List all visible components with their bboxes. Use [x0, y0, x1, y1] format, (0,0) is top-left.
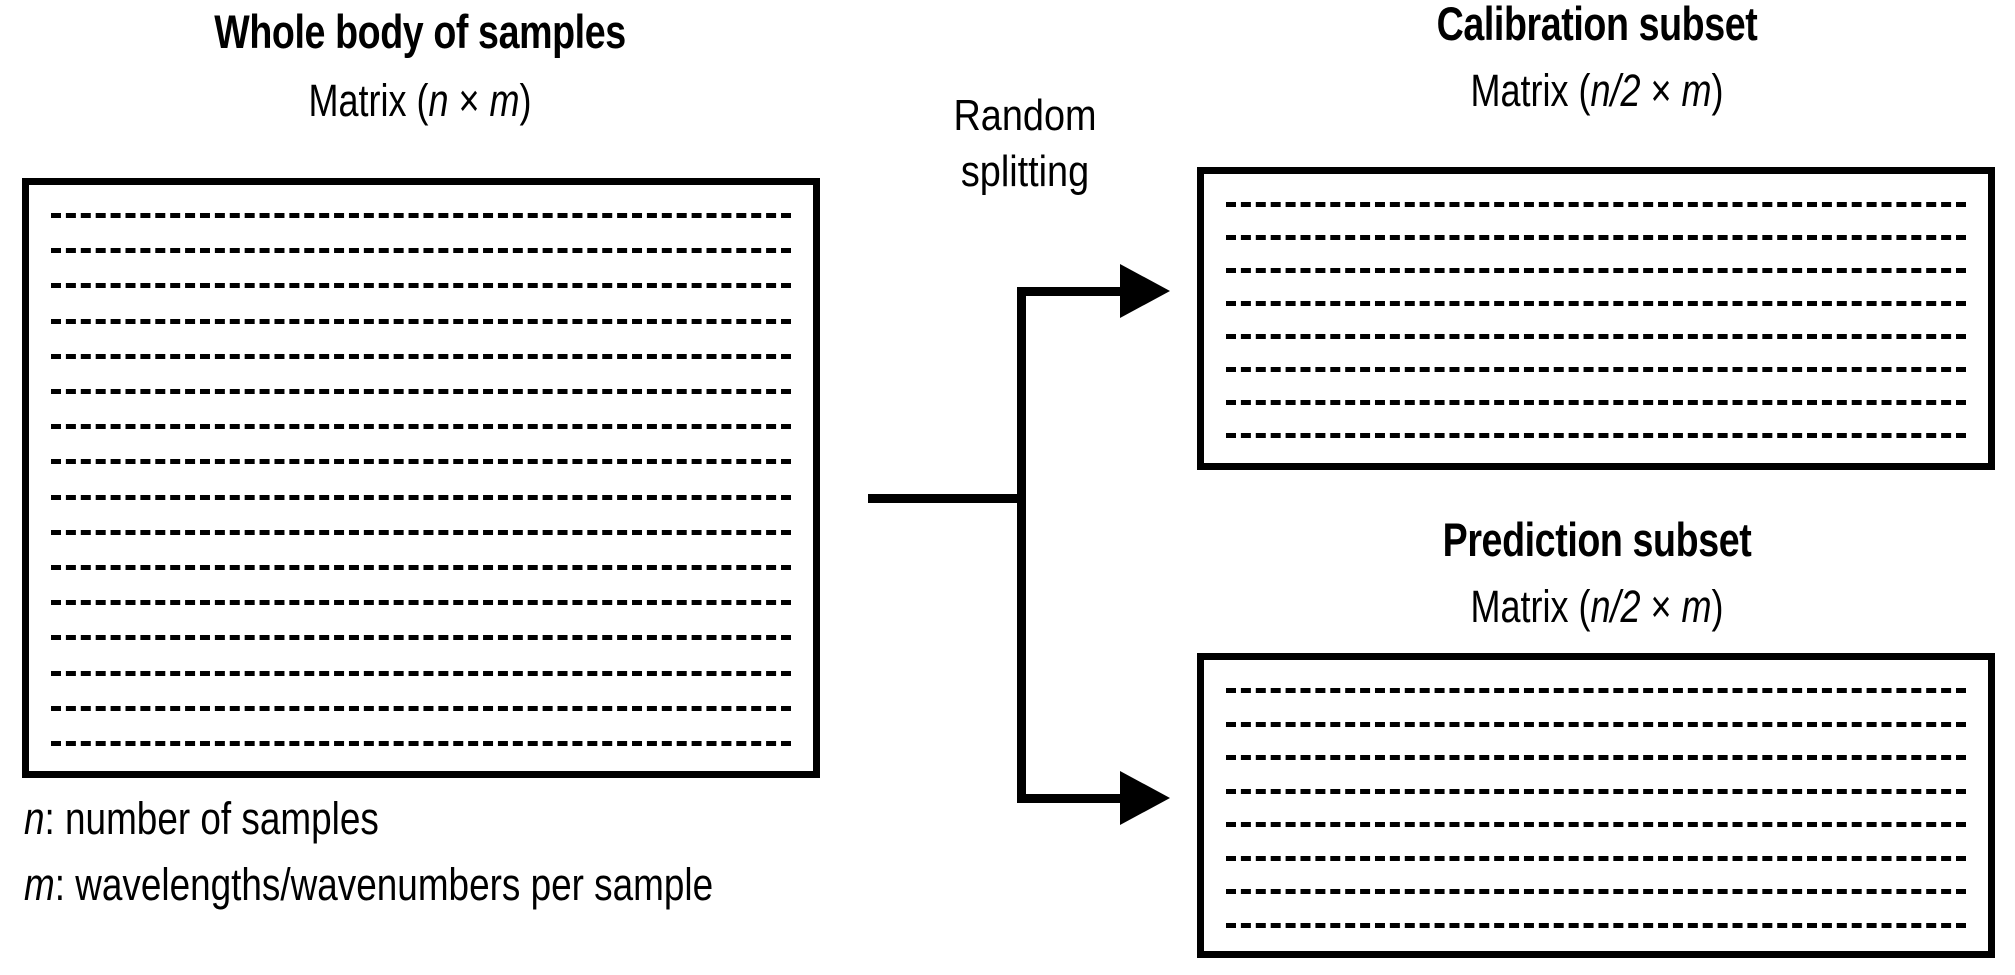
whole-body-subtitle: Matrix (n × m): [100, 78, 740, 123]
matrix-row-line: [1226, 400, 1966, 405]
calibration-subtitle-prefix: Matrix (: [1470, 65, 1591, 116]
legend-text-n: : number of samples: [44, 793, 379, 844]
legend-symbol-n: n: [24, 793, 45, 844]
legend-symbol-m: m: [24, 859, 55, 910]
matrix-row-line: [51, 529, 791, 535]
matrix-row-line: [1226, 688, 1966, 693]
prediction-subtitle: Matrix (n/2 × m): [1277, 584, 1917, 629]
legend-item-n: n: number of samples: [24, 796, 379, 841]
matrix-row-line: [51, 565, 791, 570]
prediction-subtitle-prefix: Matrix (: [1470, 581, 1591, 632]
legend-text-m: : wavelengths/wavenumbers per sample: [54, 859, 714, 910]
matrix-row-line: [1226, 367, 1966, 372]
prediction-subtitle-var-m: m: [1681, 581, 1712, 632]
prediction-matrix-rows: [1204, 660, 1988, 951]
calibration-title: Calibration subset: [1436, 0, 1758, 50]
matrix-row-line: [51, 635, 791, 641]
matrix-row-line: [1226, 202, 1966, 207]
matrix-row-line: [1226, 301, 1966, 306]
calibration-subtitle: Matrix (n/2 × m): [1277, 68, 1917, 113]
matrix-row-line: [51, 318, 791, 324]
prediction-subtitle-var-n2: n/2: [1590, 581, 1641, 632]
whole-body-subtitle-op: ×: [448, 75, 490, 126]
calibration-matrix-box: [1197, 167, 1995, 470]
matrix-row-line: [1226, 755, 1966, 760]
matrix-row-line: [1226, 334, 1966, 339]
matrix-row-line: [51, 353, 791, 359]
arrowhead-calibration-icon: [1120, 264, 1170, 318]
matrix-row-line: [51, 600, 791, 606]
matrix-row-line: [51, 705, 791, 711]
prediction-subtitle-suffix: ): [1711, 581, 1724, 632]
connector-branch-calibration: [1017, 287, 1127, 296]
matrix-row-line: [1226, 433, 1966, 438]
matrix-row-line: [1226, 235, 1966, 240]
matrix-row-line: [1226, 788, 1966, 794]
matrix-row-line: [1226, 721, 1966, 727]
connector-branch-prediction: [1017, 794, 1127, 803]
calibration-subtitle-op: ×: [1640, 65, 1682, 116]
matrix-row-line: [51, 389, 791, 394]
matrix-row-line: [1226, 922, 1966, 928]
prediction-matrix-box: [1197, 653, 1995, 958]
matrix-row-line: [1226, 822, 1966, 827]
whole-body-matrix-box: [22, 178, 820, 778]
calibration-matrix-rows: [1204, 174, 1988, 463]
connector-trunk: [1017, 287, 1026, 803]
matrix-row-line: [1226, 855, 1966, 861]
matrix-row-line: [1226, 889, 1966, 894]
matrix-row-line: [51, 459, 791, 465]
matrix-row-line: [51, 494, 791, 500]
connector-stem: [868, 494, 1026, 503]
matrix-row-line: [51, 248, 791, 254]
calibration-subtitle-suffix: ): [1711, 65, 1724, 116]
arrowhead-prediction-icon: [1120, 771, 1170, 825]
prediction-title: Prediction subset: [1442, 513, 1752, 566]
legend-item-m: m: wavelengths/wavenumbers per sample: [24, 862, 713, 907]
matrix-row-line: [51, 741, 791, 746]
matrix-row-line: [51, 283, 791, 289]
whole-body-subtitle-suffix: ): [519, 75, 532, 126]
whole-body-subtitle-prefix: Matrix (: [308, 75, 429, 126]
whole-body-title: Whole body of samples: [214, 5, 626, 58]
random-splitting-line2: splitting: [960, 147, 1090, 197]
prediction-subtitle-op: ×: [1640, 581, 1682, 632]
whole-body-matrix-rows: [29, 185, 813, 771]
matrix-row-line: [51, 670, 791, 676]
matrix-row-line: [51, 424, 791, 430]
matrix-row-line: [1226, 268, 1966, 273]
random-splitting-line1: Random: [953, 91, 1097, 140]
random-splitting-label: Random splitting: [883, 88, 1167, 201]
matrix-row-line: [51, 213, 791, 218]
calibration-subtitle-var-n2: n/2: [1590, 65, 1641, 116]
whole-body-subtitle-var-n: n: [428, 75, 449, 126]
calibration-subtitle-var-m: m: [1681, 65, 1712, 116]
whole-body-subtitle-var-m: m: [489, 75, 520, 126]
